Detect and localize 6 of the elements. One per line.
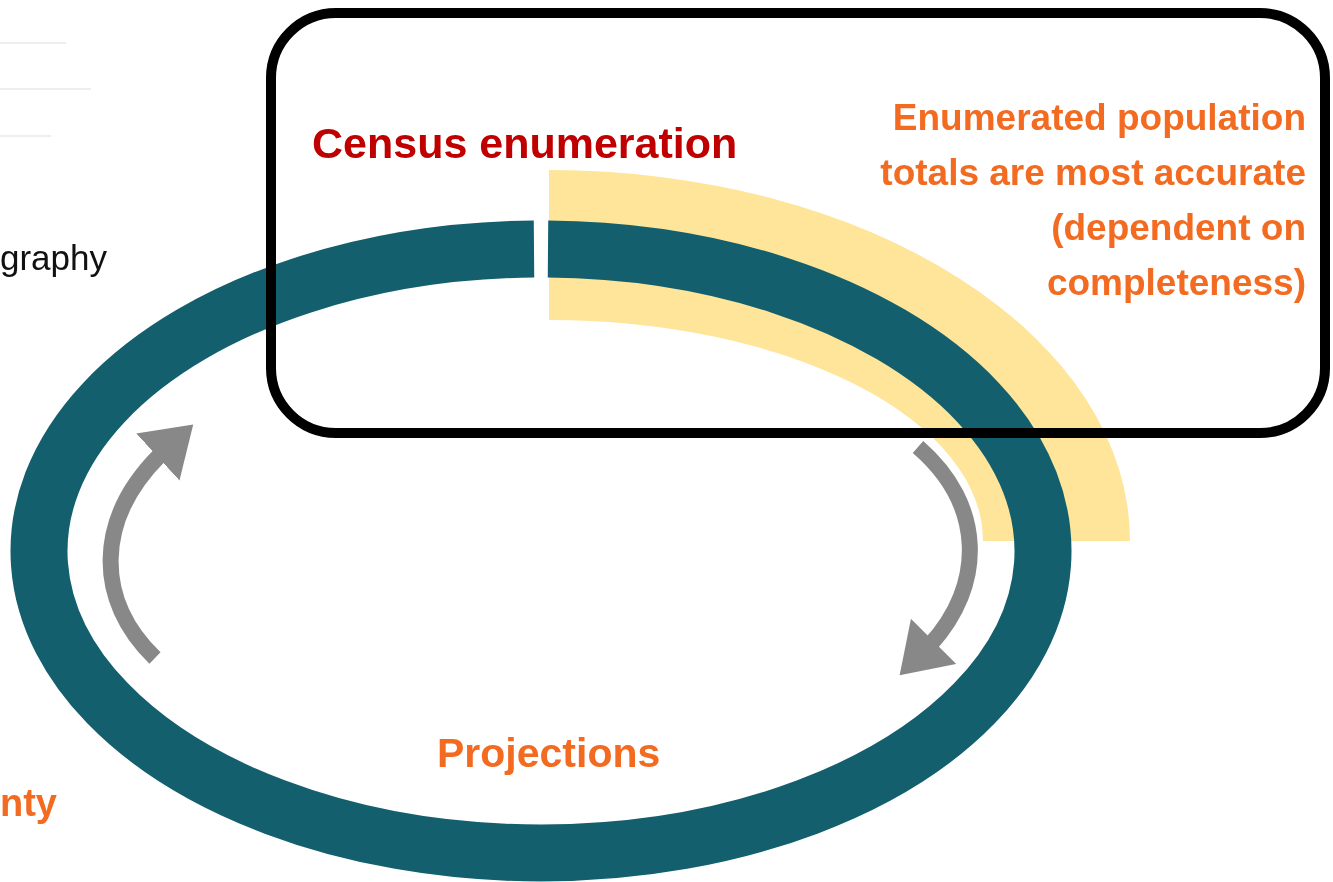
rounded-box [266, 8, 1330, 438]
node-text: Enumerated population totals are most accurate (dependent on completeness) [879, 96, 1306, 305]
text-label: Projections [437, 730, 661, 777]
node-heading: Census enumeration [312, 118, 739, 169]
text-label: graphy [0, 238, 108, 278]
text-label: nty [0, 782, 57, 825]
